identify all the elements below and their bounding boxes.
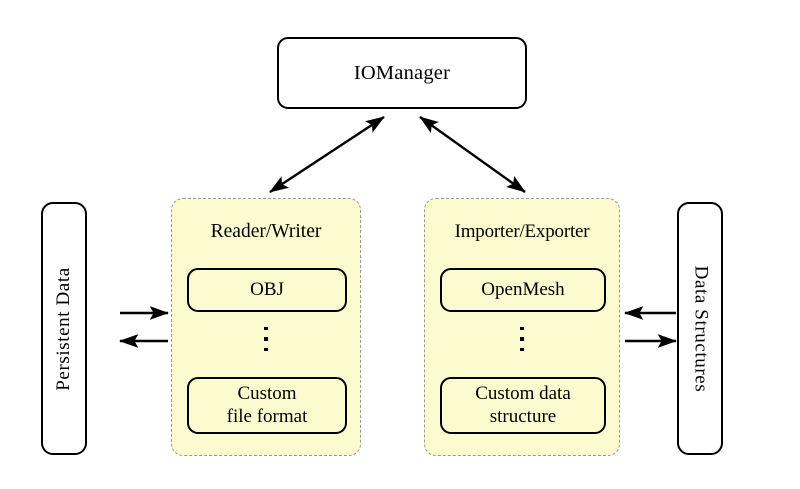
leaf-custom-file-format-line2: file format: [226, 405, 308, 427]
arrow-iomanager-reader-writer: [269, 115, 385, 194]
leaf-openmesh-label: OpenMesh: [481, 278, 565, 300]
panel-importer-exporter[interactable]: Importer/Exporter OpenMesh Custom data s…: [424, 198, 620, 456]
leaf-custom-data-structure-label: Custom data structure: [475, 383, 571, 428]
node-persistent-data-label: Persistent Data: [53, 266, 75, 391]
leaf-custom-file-format-line1: Custom: [237, 383, 297, 405]
leaf-custom-file-format[interactable]: Custom file format: [187, 377, 347, 434]
panel-importer-exporter-title: Importer/Exporter: [454, 221, 590, 242]
node-persistent-data[interactable]: Persistent Data: [41, 202, 87, 455]
leaf-custom-data-structure-line2: structure: [489, 405, 557, 427]
node-iomanager[interactable]: IOManager: [277, 37, 527, 109]
arrow-iomanager-importer-exporter: [419, 116, 526, 193]
node-data-structures-label: Data Structures: [690, 265, 711, 392]
panel-reader-writer[interactable]: Reader/Writer OBJ Custom file format: [171, 198, 361, 456]
leaf-obj-label: OBJ: [250, 278, 284, 300]
panel-reader-writer-title: Reader/Writer: [210, 221, 322, 242]
node-data-structures[interactable]: Data Structures: [677, 202, 723, 455]
leaf-obj[interactable]: OBJ: [187, 268, 347, 312]
leaf-custom-data-structure[interactable]: Custom data structure: [440, 377, 606, 434]
node-iomanager-label: IOManager: [353, 61, 451, 84]
leaf-custom-file-format-label: Custom file format: [227, 383, 308, 428]
ellipsis-reader-writer: [172, 327, 360, 352]
leaf-openmesh[interactable]: OpenMesh: [440, 268, 606, 312]
ellipsis-importer-exporter: [425, 327, 619, 352]
leaf-custom-data-structure-line1: Custom data: [475, 383, 571, 405]
